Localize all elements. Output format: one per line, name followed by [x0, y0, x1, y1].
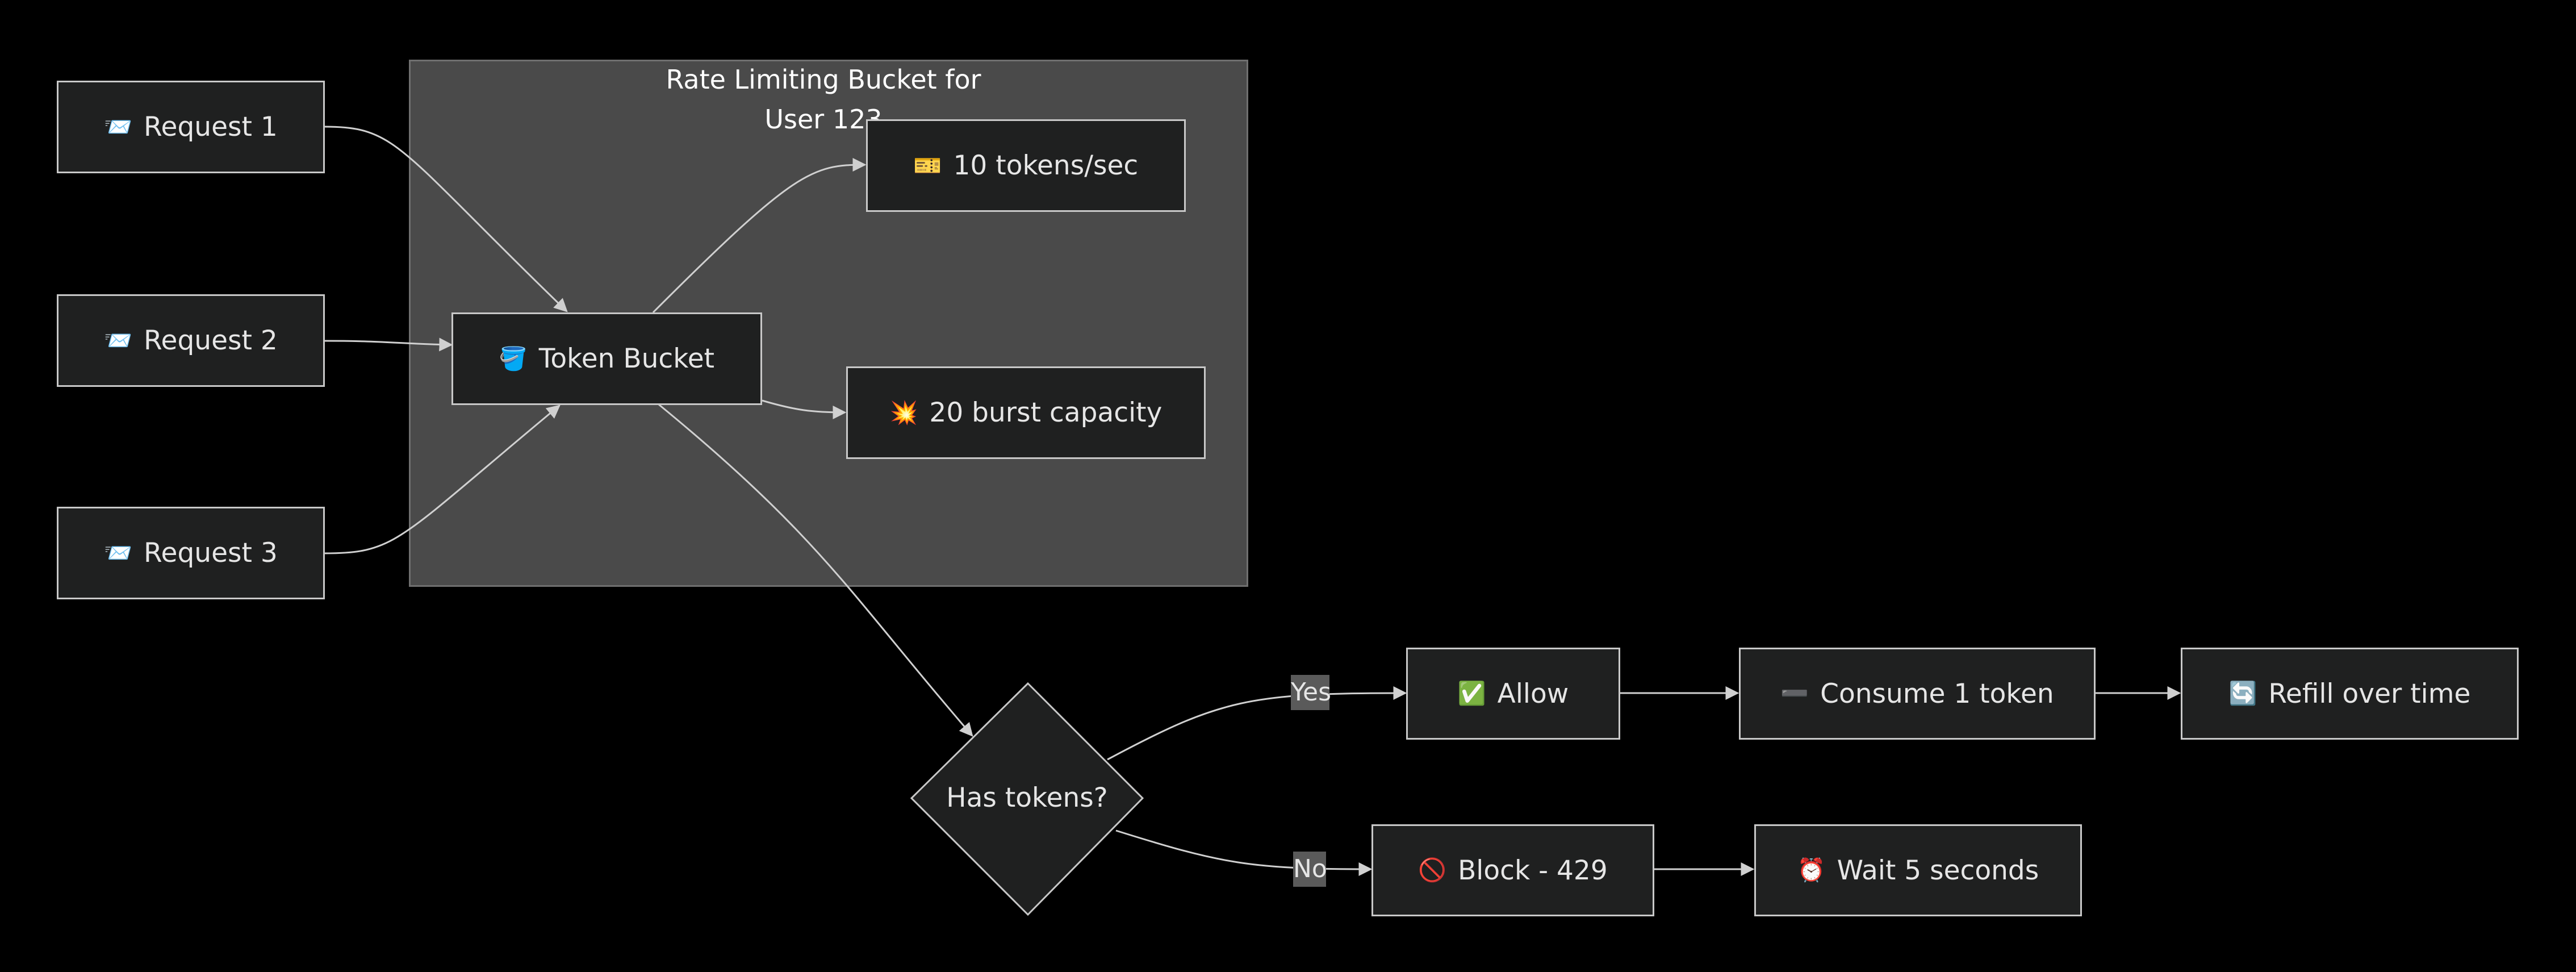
request-1-label: Request 1: [144, 111, 278, 143]
cluster-title-line2: User 123: [764, 104, 883, 135]
prohibited-icon: 🚫: [1418, 857, 1447, 883]
allow-label: Allow: [1497, 678, 1569, 710]
envelope-icon: 📨: [104, 114, 133, 140]
has-tokens-diamond: [910, 682, 1144, 916]
explosion-icon: 💥: [889, 399, 918, 426]
edge-decision-to-allow: [1107, 686, 1407, 761]
refill-label: Refill over time: [2268, 678, 2471, 710]
edge-label-no: No: [1293, 852, 1327, 887]
tokens-per-sec-label: 10 tokens/sec: [953, 150, 1139, 181]
block-label: Block - 429: [1458, 854, 1608, 886]
edge-label-yes: Yes: [1291, 675, 1331, 710]
request-3-label: Request 3: [144, 537, 278, 569]
consume-token-node[interactable]: ➖ Consume 1 token: [1739, 648, 2096, 740]
refill-node[interactable]: 🔄 Refill over time: [2181, 648, 2519, 740]
request-1-node[interactable]: 📨 Request 1: [57, 81, 325, 173]
burst-capacity-node[interactable]: 💥 20 burst capacity: [846, 366, 1206, 459]
ticket-icon: 🎫: [913, 152, 942, 179]
edge-bucket-to-tokens: [652, 158, 867, 314]
request-2-label: Request 2: [144, 325, 278, 356]
edge-bucket-to-decision: [658, 403, 973, 737]
tokens-per-sec-node[interactable]: 🎫 10 tokens/sec: [866, 119, 1186, 212]
alarm-clock-icon: ⏰: [1797, 857, 1826, 883]
edge-decision-to-block: [1115, 829, 1373, 876]
edge-bucket-to-burst: [762, 399, 847, 419]
request-2-node[interactable]: 📨 Request 2: [57, 294, 325, 387]
request-3-node[interactable]: 📨 Request 3: [57, 507, 325, 599]
envelope-icon: 📨: [104, 327, 133, 354]
consume-token-label: Consume 1 token: [1820, 678, 2054, 710]
bucket-icon: 🪣: [499, 345, 528, 372]
wait-label: Wait 5 seconds: [1837, 854, 2039, 886]
allow-node[interactable]: ✅ Allow: [1406, 648, 1620, 740]
minus-icon: ➖: [1780, 681, 1809, 707]
check-icon: ✅: [1457, 681, 1486, 707]
cluster-title: Rate Limiting Bucket for User 123: [602, 60, 1045, 139]
envelope-icon: 📨: [104, 540, 133, 566]
token-bucket-node[interactable]: 🪣 Token Bucket: [451, 312, 762, 405]
edge-request1-to-bucket: [324, 126, 568, 312]
block-node[interactable]: 🚫 Block - 429: [1371, 824, 1654, 916]
token-bucket-label: Token Bucket: [538, 343, 715, 374]
has-tokens-label: Has tokens?: [946, 782, 1108, 814]
wait-node[interactable]: ⏰ Wait 5 seconds: [1754, 824, 2082, 916]
edge-request3-to-bucket: [324, 404, 561, 554]
edge-request2-to-bucket: [324, 337, 453, 352]
burst-capacity-label: 20 burst capacity: [929, 397, 1162, 428]
cluster-title-line1: Rate Limiting Bucket for: [666, 64, 981, 95]
refresh-icon: 🔄: [2228, 681, 2257, 707]
